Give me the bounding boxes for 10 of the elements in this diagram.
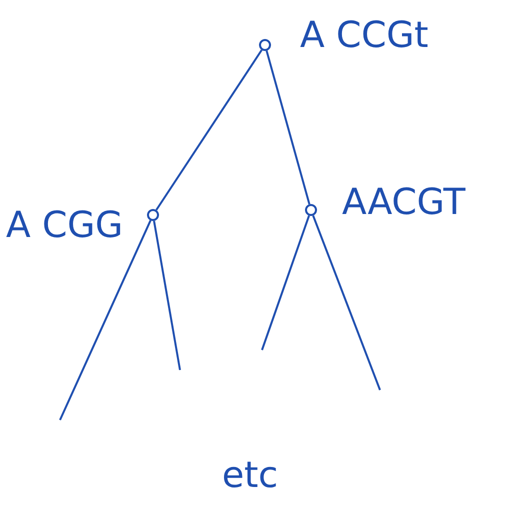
branch-line [266, 50, 310, 204]
branch-line [261, 215, 310, 350]
sequence-label: A CGG [6, 208, 123, 244]
note-text: etc [222, 458, 278, 494]
sequence-label: A CCGt [300, 18, 428, 54]
sequence-label: AACGT [342, 185, 466, 221]
branch-line [153, 220, 181, 370]
branch-line [59, 220, 152, 420]
branch-line [312, 215, 381, 390]
branch-line [155, 49, 263, 211]
